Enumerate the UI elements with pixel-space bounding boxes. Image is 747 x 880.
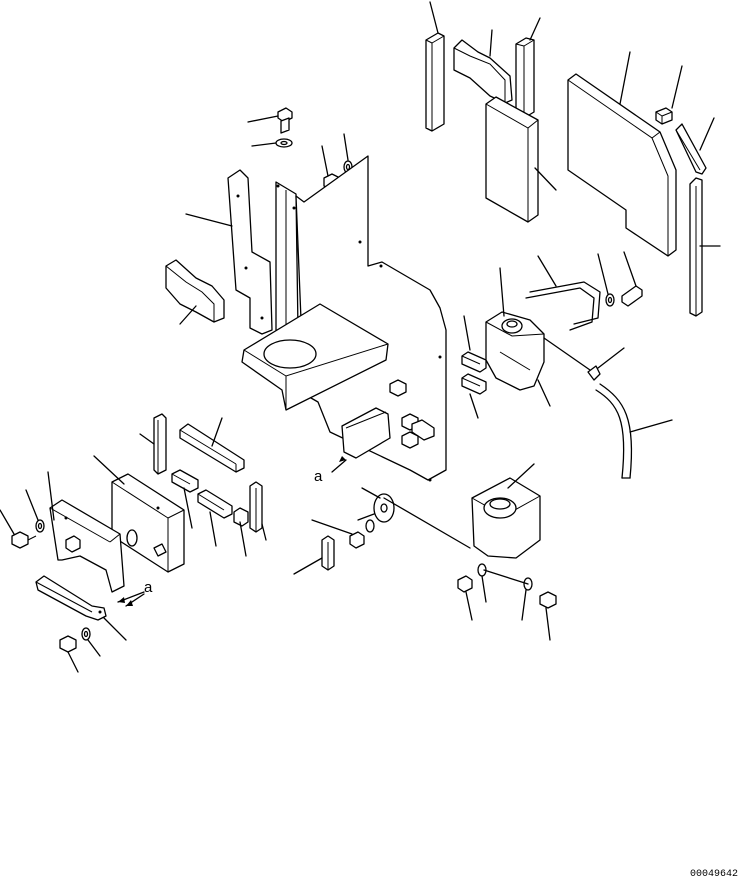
pad-curved	[453, 29, 513, 104]
tank-strap	[525, 255, 601, 331]
pad-diagonal-strip	[675, 117, 715, 175]
cover-plate	[93, 455, 185, 573]
small-pad-bottom	[293, 535, 335, 575]
pad-small-block	[655, 65, 683, 125]
mounting-plate	[47, 471, 125, 593]
pad-tall-left	[425, 1, 445, 132]
drawing-number: 00049642	[690, 869, 738, 880]
pad-foam-left	[165, 259, 225, 325]
pad-vertical-left	[139, 413, 167, 475]
pad-horizontal-long	[179, 417, 245, 473]
top-bolt-washer	[247, 107, 293, 148]
pad-large	[567, 51, 677, 257]
ref-letter-a-center: a	[314, 468, 323, 485]
pad-long-strip	[689, 177, 721, 317]
panel-cover-a: a	[314, 407, 391, 485]
strap-washer-bolt	[597, 251, 643, 307]
lower-tank-fasteners	[311, 519, 557, 641]
small-pads-pair	[461, 315, 487, 419]
overflow-hose	[595, 383, 673, 479]
ref-letter-a-left: a	[144, 579, 153, 596]
reinforcing-strip	[35, 575, 127, 641]
hose-clip	[543, 337, 625, 381]
pad-tall-right	[515, 17, 541, 119]
pad-square	[485, 96, 557, 223]
ref-a-arrows: a	[117, 579, 153, 607]
main-bracket	[185, 155, 447, 482]
washer-stud	[357, 487, 471, 549]
reservoir-tank-lower	[471, 463, 541, 559]
reservoir-tank-upper	[485, 267, 551, 407]
left-fasteners	[0, 489, 101, 673]
pad-blocks-row	[171, 469, 267, 557]
